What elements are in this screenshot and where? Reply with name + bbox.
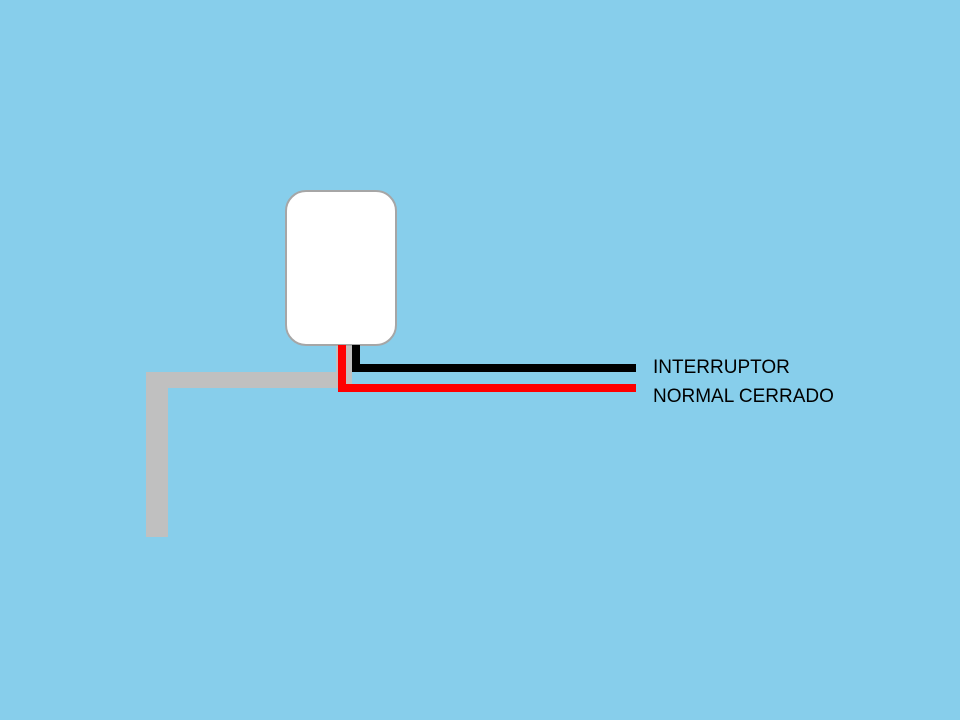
switch-label-line-1: INTERRUPTOR (653, 357, 790, 378)
switch-label-line-2: NORMAL CERRADO (653, 386, 834, 407)
conduit-pipe (146, 345, 352, 537)
black-wire (352, 345, 636, 372)
sensor-body (285, 190, 397, 346)
red-wire (338, 345, 636, 392)
